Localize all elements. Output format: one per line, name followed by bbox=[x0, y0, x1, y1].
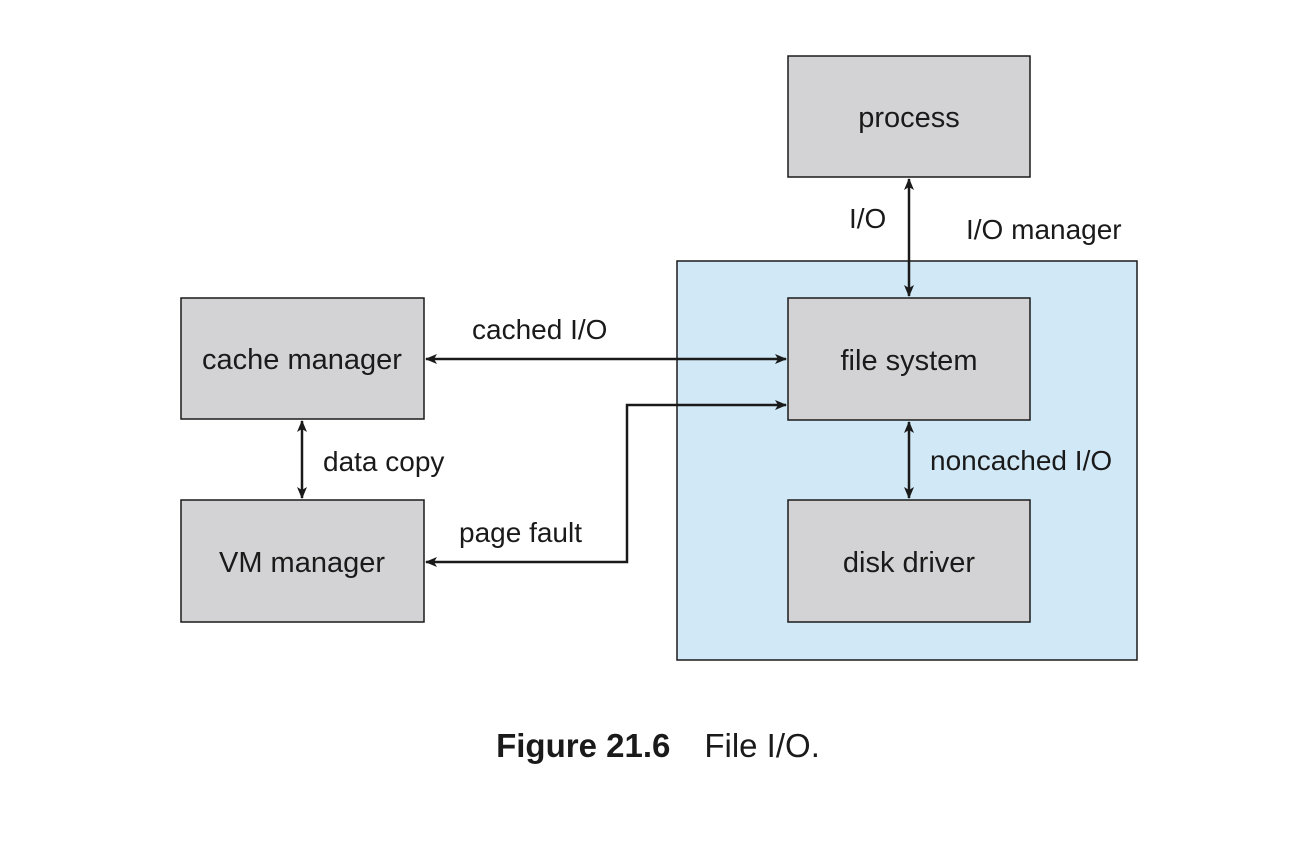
cache-manager-label: cache manager bbox=[202, 344, 402, 376]
cached-io-label: cached I/O bbox=[472, 314, 607, 345]
disk-driver-label: disk driver bbox=[843, 547, 975, 579]
process-label: process bbox=[858, 102, 960, 134]
vm-manager-label: VM manager bbox=[219, 547, 385, 579]
vm-manager-box: VM manager bbox=[180, 499, 425, 623]
io-label: I/O bbox=[849, 203, 886, 234]
page-fault-label: page fault bbox=[459, 517, 582, 548]
io-manager-label: I/O manager bbox=[966, 214, 1122, 245]
file-system-box: file system bbox=[787, 297, 1031, 421]
file-system-label: file system bbox=[841, 345, 978, 377]
data-copy-label: data copy bbox=[323, 446, 444, 477]
figure-title: File I/O. bbox=[704, 727, 820, 764]
figure-caption: Figure 21.6 File I/O. bbox=[0, 727, 1316, 765]
disk-driver-box: disk driver bbox=[787, 499, 1031, 623]
page-fault-arrow bbox=[425, 400, 787, 567]
noncached-io-label: noncached I/O bbox=[930, 445, 1112, 476]
cache-manager-box: cache manager bbox=[180, 297, 425, 420]
figure-number: Figure 21.6 bbox=[496, 727, 671, 764]
process-box: process bbox=[787, 55, 1031, 178]
